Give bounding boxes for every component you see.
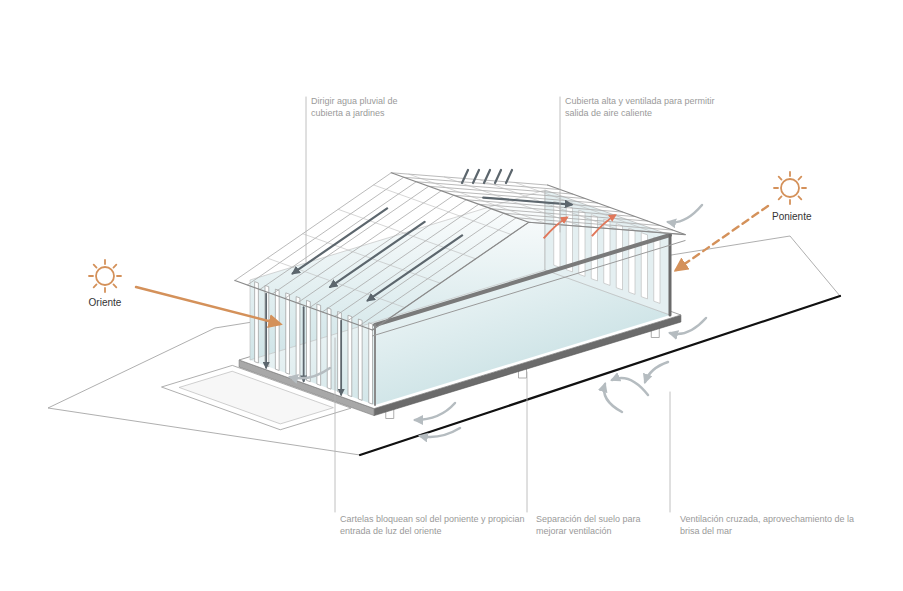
leader-line	[335, 338, 336, 512]
poniente-fin	[616, 224, 622, 290]
roof-structure	[235, 173, 685, 336]
sun-ray	[798, 177, 801, 180]
sun-disc	[781, 179, 799, 197]
sun-ray	[89, 275, 93, 277]
wind-arrow	[604, 384, 622, 412]
annotation-note: Cubierta alta y ventilada para permitir …	[565, 96, 740, 119]
roof-purlin	[444, 177, 581, 227]
leader-line	[527, 372, 528, 512]
leader-line	[306, 97, 307, 262]
sunlight-arrow	[136, 287, 280, 324]
poniente-fin	[554, 201, 560, 267]
sun-ray	[94, 265, 97, 268]
hot-air-arrow	[544, 217, 568, 238]
roof-rafter	[335, 209, 648, 317]
downpipe-arrow	[303, 307, 305, 381]
column-fin	[265, 285, 269, 366]
roof-rafter	[235, 173, 548, 281]
column-fin	[369, 323, 373, 404]
column-fin	[358, 319, 362, 400]
wind-arrow	[290, 368, 330, 378]
wind-arrow	[415, 403, 455, 420]
downpipe-arrow	[340, 321, 342, 395]
sun-ray	[774, 187, 778, 189]
roof-tie-beam	[372, 241, 685, 336]
column-fin	[296, 297, 300, 378]
sun-ray	[798, 196, 801, 199]
roof-purlin	[409, 174, 547, 224]
rain-stroke	[484, 170, 490, 183]
rainwater-arrow	[368, 235, 462, 300]
rain-stroke	[462, 170, 468, 183]
wind-arrow	[670, 318, 706, 334]
roof-rafter	[310, 200, 623, 308]
sun-ray	[789, 200, 791, 204]
roof-purlin	[374, 185, 512, 235]
sun-ray	[113, 284, 116, 287]
poniente-fin	[654, 237, 660, 303]
rain-stroke	[473, 170, 479, 183]
column-fin	[275, 289, 279, 370]
sunlight-arrow	[676, 206, 768, 270]
sun-ray	[779, 177, 782, 180]
column-fin	[327, 308, 331, 389]
roof-eave	[548, 185, 686, 235]
wind-arrow	[668, 205, 702, 222]
sun-ray	[117, 275, 121, 277]
column-fin	[307, 300, 311, 381]
poniente-fin	[629, 228, 635, 294]
section-beam	[375, 235, 670, 325]
orientation-label: Poniente	[772, 210, 832, 223]
rainwater-arrow	[293, 208, 387, 273]
wind-arrow	[612, 378, 648, 395]
roof-rafter	[260, 182, 573, 290]
rain-stroke	[506, 170, 512, 183]
sun-disc	[96, 267, 114, 285]
sun-icon	[89, 260, 121, 292]
downpipe-arrow	[265, 294, 267, 368]
section-corner	[374, 325, 376, 405]
sun-ray	[104, 288, 106, 292]
leader-line	[670, 392, 671, 512]
wind-arrow	[645, 362, 668, 382]
sun-ray	[113, 265, 116, 268]
annotation-note: Ventilación cruzada, aprovechamiento de …	[680, 514, 855, 537]
poniente-fin	[566, 206, 572, 272]
section-wall	[669, 235, 672, 315]
sun-ray	[802, 187, 806, 189]
rain-stroke	[495, 170, 501, 183]
wind-arrow	[420, 428, 460, 437]
leader-line	[560, 97, 561, 232]
sun-ray	[789, 172, 791, 176]
sun-ray	[104, 260, 106, 264]
sun-icon	[774, 172, 806, 204]
roof-purlin	[480, 180, 618, 230]
annotation-note: Separación del suelo para mejorar ventil…	[536, 514, 666, 537]
annotation-note: Dirigir agua pluvial de cubierta a jardi…	[311, 96, 431, 119]
poniente-fin	[591, 215, 597, 281]
annotation-note: Cartelas bloquean sol del poniente y pro…	[340, 514, 535, 537]
column-fin	[348, 315, 352, 396]
column-fin	[286, 293, 290, 374]
roof-gable	[372, 222, 685, 330]
sun-ray	[779, 196, 782, 199]
poniente-fin	[579, 210, 585, 276]
roof-rafter	[297, 195, 610, 303]
orientation-label: Oriente	[70, 296, 140, 309]
illustration-group	[48, 97, 840, 512]
column-fin	[255, 282, 259, 363]
roof-rafter	[272, 186, 585, 294]
hot-air-arrow	[592, 215, 616, 236]
rainwater-arrow	[483, 198, 572, 205]
roof-purlin	[515, 182, 653, 232]
rainwater-arrow	[330, 222, 424, 287]
roof-rafter	[247, 177, 560, 285]
sun-ray	[94, 284, 97, 287]
